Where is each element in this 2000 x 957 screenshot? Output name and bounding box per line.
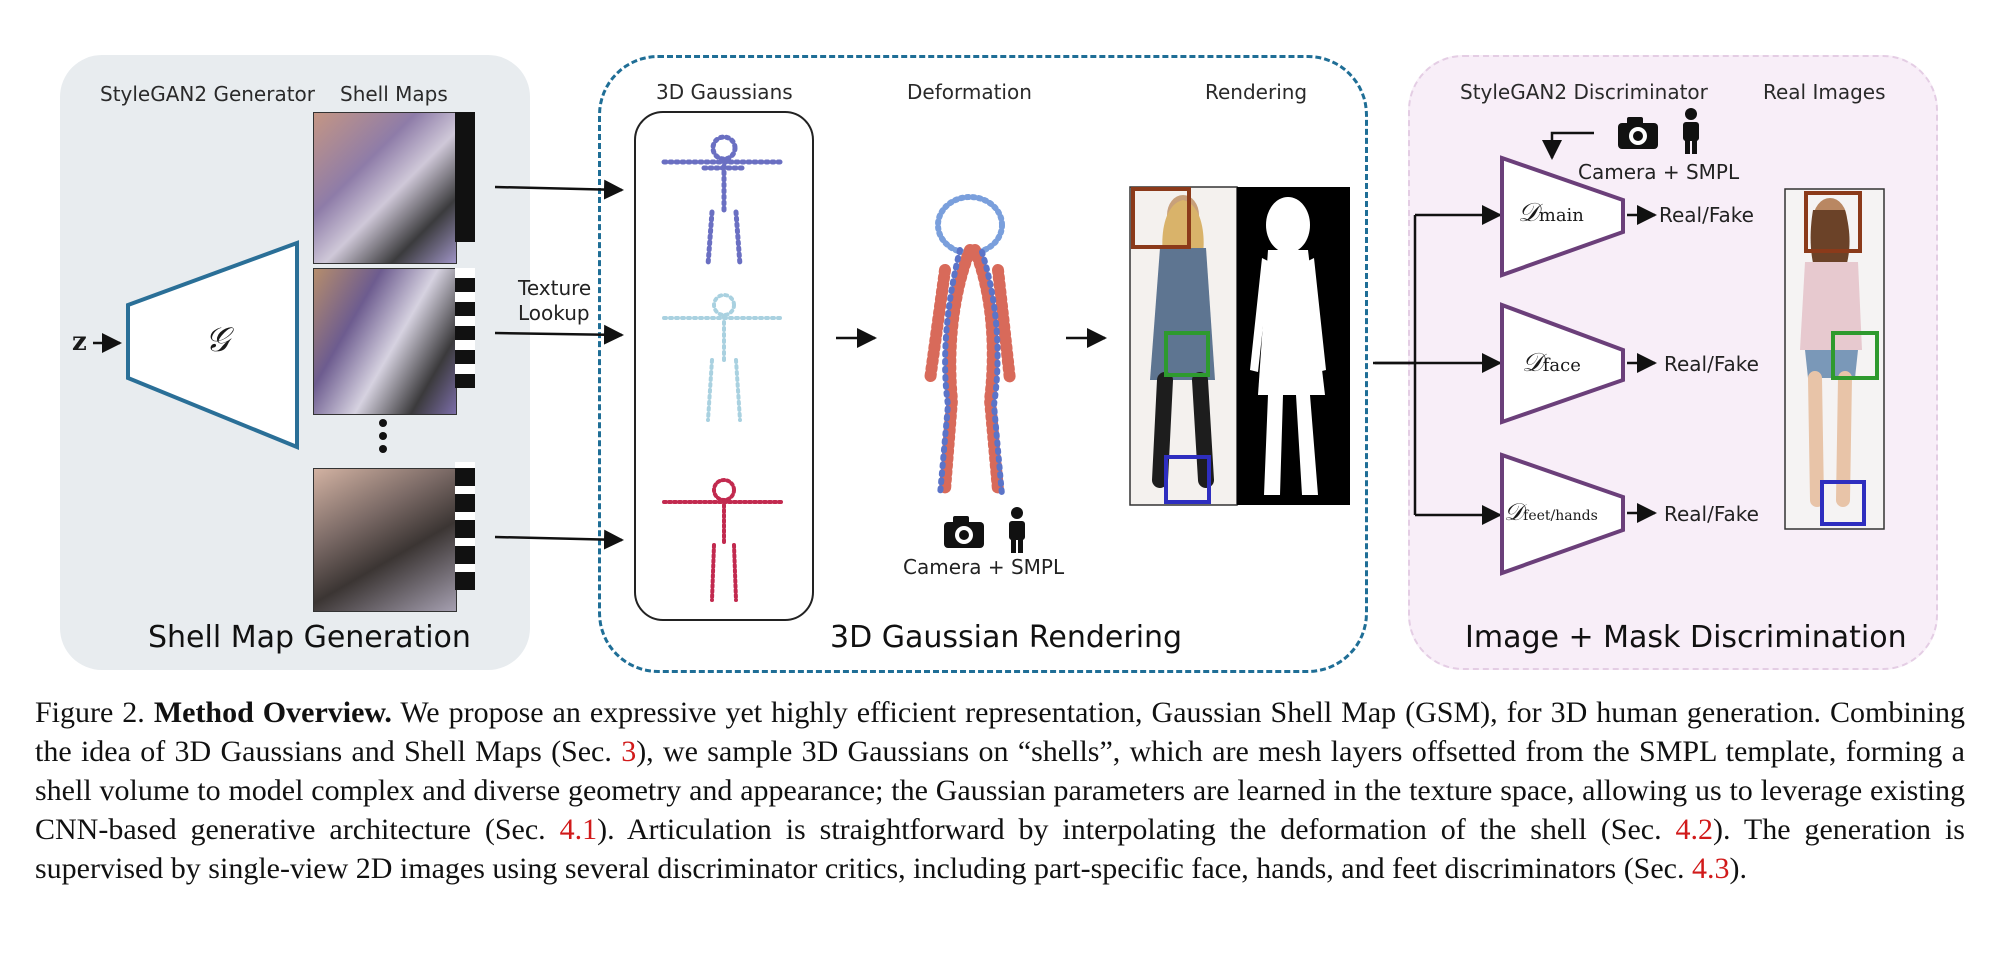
caption-label: Figure 2. — [35, 696, 145, 729]
caption-text-5: ). — [1729, 852, 1748, 885]
mask-silhouette — [1250, 197, 1326, 495]
d-feet-label: 𝒟feet/hands — [1504, 498, 1598, 526]
face-box-real — [1804, 191, 1862, 253]
deformation-label: Deformation — [907, 80, 1032, 104]
texture-lookup-label-2: Lookup — [518, 301, 590, 325]
shell-map-2-back — [455, 268, 475, 388]
caption-ref-4[interactable]: 4.3 — [1692, 852, 1730, 885]
d-face-label: 𝒟face — [1522, 348, 1581, 378]
caption-text-2: ), we sample 3D Gaussians on “shells”, w… — [35, 735, 1965, 846]
shell-map-1-back — [455, 112, 475, 242]
discrimination-title: Image + Mask Discrimination — [1465, 620, 1907, 655]
caption-text-1: We propose an expressive yet highly effi… — [35, 696, 1965, 768]
figure-caption: Figure 2. Method Overview. We propose an… — [35, 693, 1965, 888]
hands-box-real — [1831, 331, 1879, 380]
caption-ref-3[interactable]: 4.2 — [1675, 813, 1714, 846]
camera-icon — [1618, 117, 1658, 149]
generator-symbol: 𝒢 — [205, 320, 230, 360]
d-main-label: 𝒟main — [1518, 198, 1584, 228]
real-fake-main: Real/Fake — [1659, 203, 1754, 227]
gaussian-rendering-panel — [598, 55, 1368, 673]
rendering-label: Rendering — [1205, 80, 1308, 104]
d-face-trapezoid — [1500, 302, 1625, 425]
caption-ref-2[interactable]: 4.1 — [559, 813, 598, 846]
feet-box-real — [1820, 480, 1866, 526]
shell-map-1 — [313, 112, 457, 264]
feet-box-render — [1164, 455, 1211, 504]
shell-map-3-back — [455, 462, 475, 590]
gaussians-label: 3D Gaussians — [656, 80, 793, 104]
camera-condition-arrow — [1542, 131, 1594, 160]
arrow-map1 — [494, 179, 624, 200]
diagram-graphics — [93, 108, 1885, 621]
generator-trapezoid — [126, 240, 299, 450]
deformed-figure — [924, 194, 1016, 498]
real-fake-feet: Real/Fake — [1664, 502, 1759, 526]
shell-map-3 — [313, 468, 457, 612]
caption-ref-1[interactable]: 3 — [621, 735, 637, 768]
caption-bold: Method Overview. — [153, 696, 392, 729]
real-fake-face: Real/Fake — [1664, 352, 1759, 376]
caption-text-3: ). Articulation is straightforward by in… — [597, 813, 1676, 846]
d-feet-trapezoid — [1500, 452, 1625, 576]
face-box-render — [1131, 187, 1191, 249]
gaussian-rendering-title: 3D Gaussian Rendering — [830, 620, 1183, 655]
tpose-figure-1 — [661, 134, 787, 268]
discriminator-label: StyleGAN2 Discriminator — [1460, 80, 1708, 104]
arrow-map2 — [494, 324, 624, 345]
gaussians-box — [634, 111, 814, 621]
tpose-figure-3 — [662, 478, 786, 602]
shell-maps-label: Shell Maps — [340, 82, 448, 106]
camera-icon — [944, 516, 984, 548]
shell-map-2 — [313, 268, 457, 415]
camera-smpl-label-disc: Camera + SMPL — [1578, 160, 1740, 184]
generator-label: StyleGAN2 Generator — [100, 82, 316, 106]
real-images-label: Real Images — [1763, 80, 1886, 104]
person-icon — [1683, 108, 1699, 154]
d-main-trapezoid — [1500, 155, 1625, 278]
arrow-map3 — [494, 529, 624, 550]
camera-smpl-label: Camera + SMPL — [903, 555, 1065, 579]
hands-box-render — [1164, 331, 1210, 377]
texture-lookup-label-1: Texture — [518, 276, 592, 300]
shell-map-title: Shell Map Generation — [148, 620, 471, 655]
person-icon — [1009, 507, 1025, 553]
z-label: z — [72, 327, 87, 357]
tpose-figure-2 — [662, 293, 786, 422]
caption-text-4: ). The generation is supervised by singl… — [35, 813, 1965, 885]
